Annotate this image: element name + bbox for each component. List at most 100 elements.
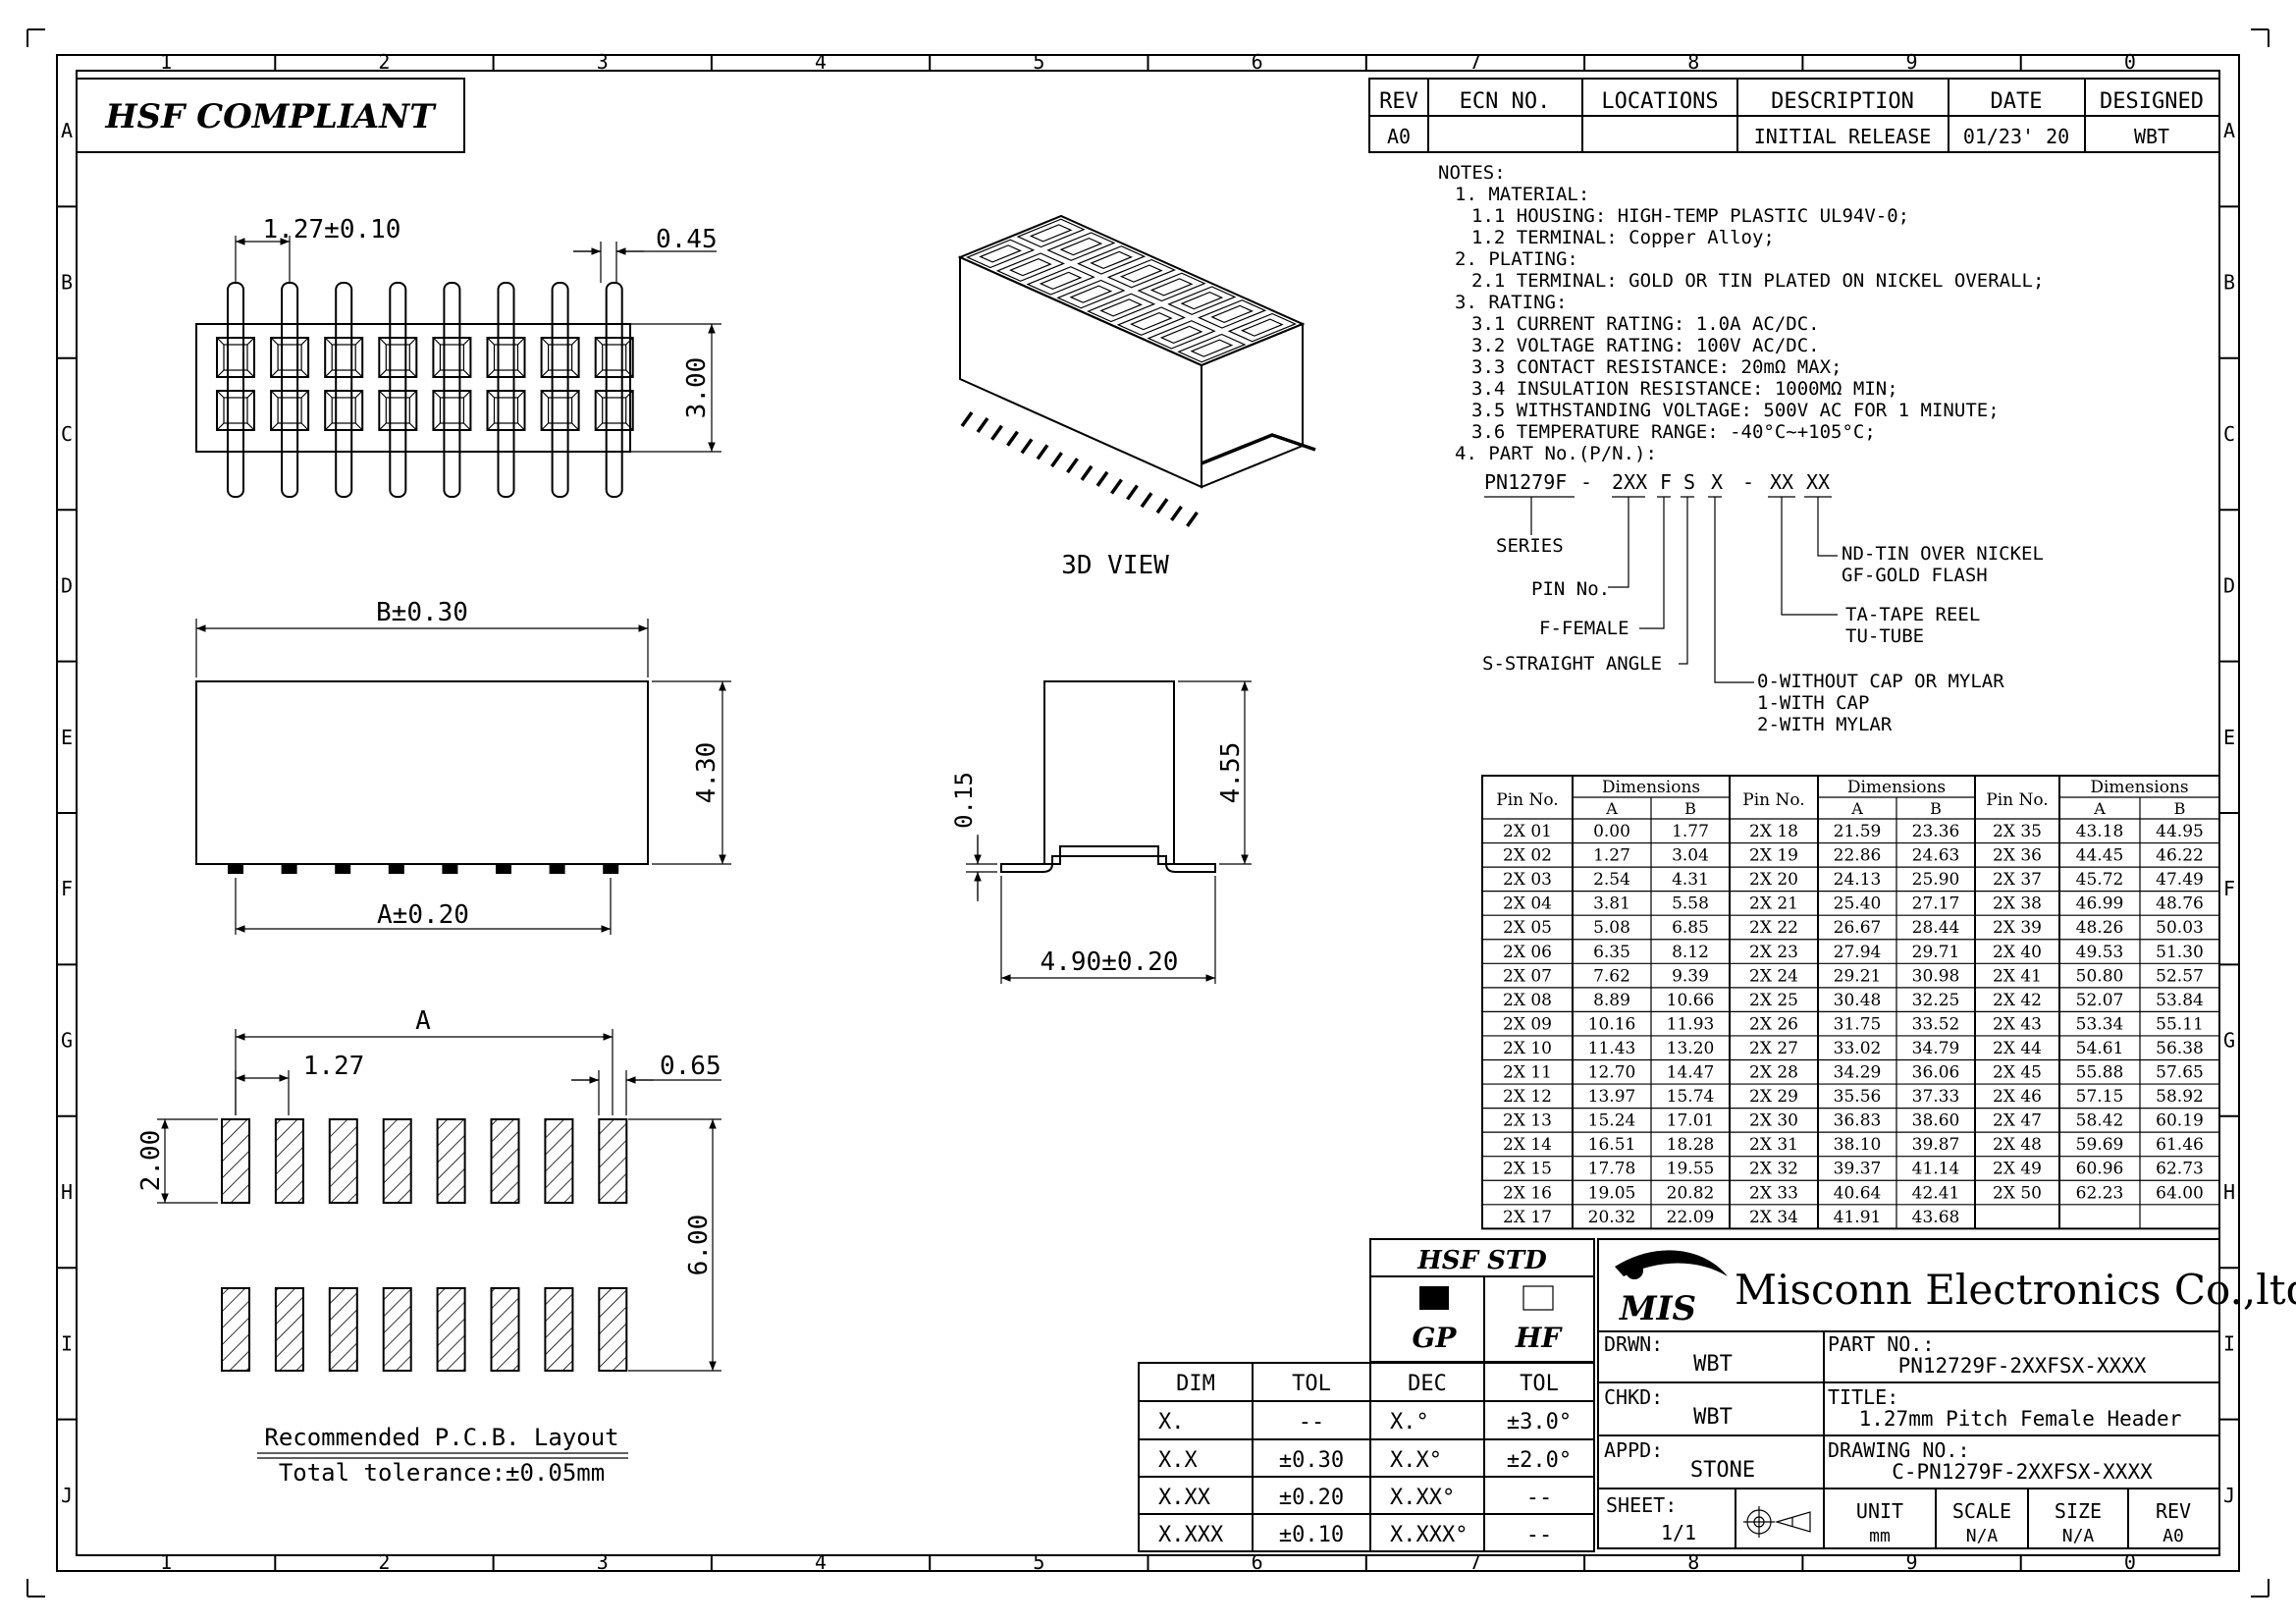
dim-table-cell: 2X 09 xyxy=(1503,1014,1552,1034)
top-contact-chamfer xyxy=(324,390,363,431)
zone-tick xyxy=(57,55,2239,1571)
dim-table-pin-header: Pin No. xyxy=(1742,790,1804,810)
iso-contact-cell xyxy=(1106,258,1176,289)
top-contact-cell xyxy=(486,390,526,431)
note-line: 1.1 HOUSING: HIGH-TEMP PLASTIC UL94V-0; xyxy=(1471,205,1909,227)
zone-row-label: H xyxy=(2223,1180,2235,1204)
top-contact-opening xyxy=(439,397,464,424)
dim-table-cell: 0.00 xyxy=(1593,822,1630,841)
third-angle-projection-icon xyxy=(1743,1506,1811,1538)
zone-column-label: 6 xyxy=(1252,50,1263,74)
dim-table-cell: 41.14 xyxy=(1912,1160,1960,1179)
zone-tick xyxy=(57,55,2239,1571)
dim-table-cell: 2X 32 xyxy=(1749,1160,1798,1179)
pcb-pad xyxy=(382,1118,412,1204)
top-contact-chamfer xyxy=(487,337,525,378)
zone-tick xyxy=(57,55,2239,1571)
dim-table-cell: 27.94 xyxy=(1834,943,1882,962)
zone-column-label: 4 xyxy=(815,1550,827,1574)
zone-column-label: 2 xyxy=(378,50,390,74)
tolerance-cell: X.X xyxy=(1158,1448,1198,1473)
pn-dash2: - xyxy=(1742,470,1754,494)
top-contact-opening xyxy=(602,397,627,424)
dim-table-cell: 2X 23 xyxy=(1749,943,1798,962)
dim-table-cell: 23.36 xyxy=(1912,822,1960,841)
iso-contact-cell xyxy=(1016,218,1086,248)
dim-table-cell: 29.21 xyxy=(1834,966,1882,986)
size-value: N/A xyxy=(2062,1526,2095,1546)
dim-table-cell: 19.05 xyxy=(1588,1183,1636,1203)
dim-table-cell: 2X 33 xyxy=(1749,1183,1798,1203)
dim-table-cell: 2X 46 xyxy=(1993,1087,2042,1107)
top-contact-cell xyxy=(324,337,364,378)
iso-contact-cell xyxy=(1077,245,1147,275)
legend-plating-0: ND-TIN OVER NICKEL xyxy=(1842,543,2044,565)
tolerance-header: TOL xyxy=(1520,1372,1559,1396)
dim-table-cell: 2X 05 xyxy=(1503,918,1552,938)
dim-table-dims-header: Dimensions xyxy=(1847,778,1946,797)
pcb-pad xyxy=(436,1118,466,1204)
legend-packing-0: TA-TAPE REEL xyxy=(1845,604,1980,625)
iso-lead xyxy=(1110,478,1123,495)
note-line: NOTES: xyxy=(1438,162,1506,184)
dim-table-cell: 2X 22 xyxy=(1749,918,1798,938)
iso-contact-cell xyxy=(1026,266,1095,296)
dim-table-cell: 62.23 xyxy=(2076,1183,2124,1203)
dim-table-cell: 2X 19 xyxy=(1749,846,1798,866)
iso-contact-cell xyxy=(1147,320,1216,350)
dim-table-cell: 2X 48 xyxy=(1993,1135,2042,1155)
dim-table-cell: 22.09 xyxy=(1667,1208,1715,1227)
date-header: DATE xyxy=(1991,89,2043,114)
dim-table-cell: 11.93 xyxy=(1667,1014,1715,1034)
dim-table-cell: 2X 21 xyxy=(1749,894,1798,914)
tolerance-cell: ±0.30 xyxy=(1279,1448,1344,1473)
zone-column-label: 8 xyxy=(1687,50,1699,74)
dim-table-cell: 34.29 xyxy=(1834,1063,1882,1083)
date-value: 01/23' 20 xyxy=(1963,125,2069,148)
dim-table-cell: 2X 03 xyxy=(1503,870,1552,890)
dim-table-cell: 33.52 xyxy=(1912,1014,1960,1034)
tolerance-cell: -- xyxy=(1526,1486,1553,1510)
dim-table-cell: 1.77 xyxy=(1672,822,1709,841)
dim-table-cell: 48.26 xyxy=(2076,918,2124,938)
tolerance-header: DEC xyxy=(1408,1372,1447,1396)
dim-table-cell: 37.33 xyxy=(1912,1087,1960,1107)
zone-column-label: 3 xyxy=(597,50,609,74)
designed-header: DESIGNED xyxy=(2100,89,2204,114)
top-contact-opening xyxy=(547,344,573,371)
dim-table-cell: 13.20 xyxy=(1667,1039,1715,1058)
pcb-title: Recommended P.C.B. Layout xyxy=(264,1424,618,1451)
zone-row-label: C xyxy=(2223,422,2235,446)
gp-checked-box xyxy=(1419,1286,1449,1310)
dim-table-cell: 12.70 xyxy=(1588,1063,1636,1083)
front-pin xyxy=(281,864,297,874)
zone-column-label: 4 xyxy=(815,50,827,74)
top-contact-chamfer xyxy=(487,390,525,431)
pcb-pad xyxy=(221,1118,250,1204)
dim-table-cell: 41.91 xyxy=(1834,1208,1882,1227)
top-contact-cell xyxy=(216,390,255,431)
zone-row-label: E xyxy=(2223,726,2235,749)
top-contact-opening xyxy=(602,344,627,371)
iso-contact-opening xyxy=(1059,237,1103,256)
dim-table-cell: 2X 38 xyxy=(1993,894,2042,914)
front-pin xyxy=(228,864,243,874)
top-contact-opening xyxy=(439,344,464,371)
hsf-std-title: HSF STD xyxy=(1416,1246,1547,1275)
legend-cap-1: 1-WITH CAP xyxy=(1757,692,1869,714)
side-view: 4.55 0.15 4.90±0.20 xyxy=(950,680,1252,984)
zone-column-label: 2 xyxy=(378,1550,390,1574)
top-pin-width-dim: 0.45 xyxy=(656,225,718,254)
iso-lead xyxy=(1036,444,1049,460)
tolerance-cell: ±0.10 xyxy=(1279,1523,1344,1547)
dim-table-cell: 50.03 xyxy=(2156,918,2204,938)
scale-value: N/A xyxy=(1966,1526,1999,1546)
top-contact-opening xyxy=(277,344,302,371)
dim-table-cell: 2X 13 xyxy=(1503,1111,1552,1131)
notes-block: NOTES:1. MATERIAL:1.1 HOUSING: HIGH-TEMP… xyxy=(1438,162,2044,464)
iso-end-lead xyxy=(1201,433,1316,465)
title-block: MIS Misconn Electronics Co.,ltd. DRWN: W… xyxy=(1597,1238,2296,1549)
dim-table-a-header: A xyxy=(1605,799,1618,818)
